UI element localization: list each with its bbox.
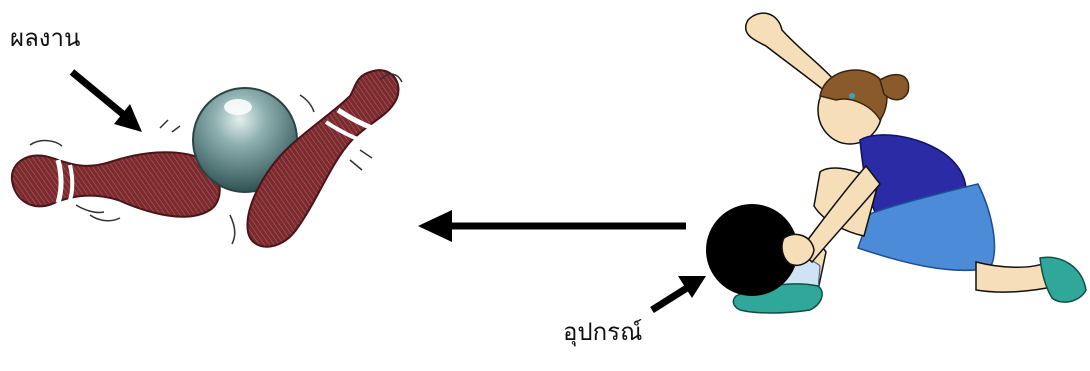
label-output: ผลงาน: [10, 26, 80, 50]
direction-arrow: [418, 210, 686, 242]
label-equipment: อุปกรณ์: [563, 320, 642, 344]
bowler-head: [818, 70, 909, 144]
pointer-arrow-output: [72, 72, 142, 132]
bowler-figure: [706, 13, 1086, 313]
fallen-pin-left: [12, 141, 220, 221]
pins-and-ball-group: [12, 70, 402, 247]
pointer-arrow-equipment: [652, 276, 706, 310]
